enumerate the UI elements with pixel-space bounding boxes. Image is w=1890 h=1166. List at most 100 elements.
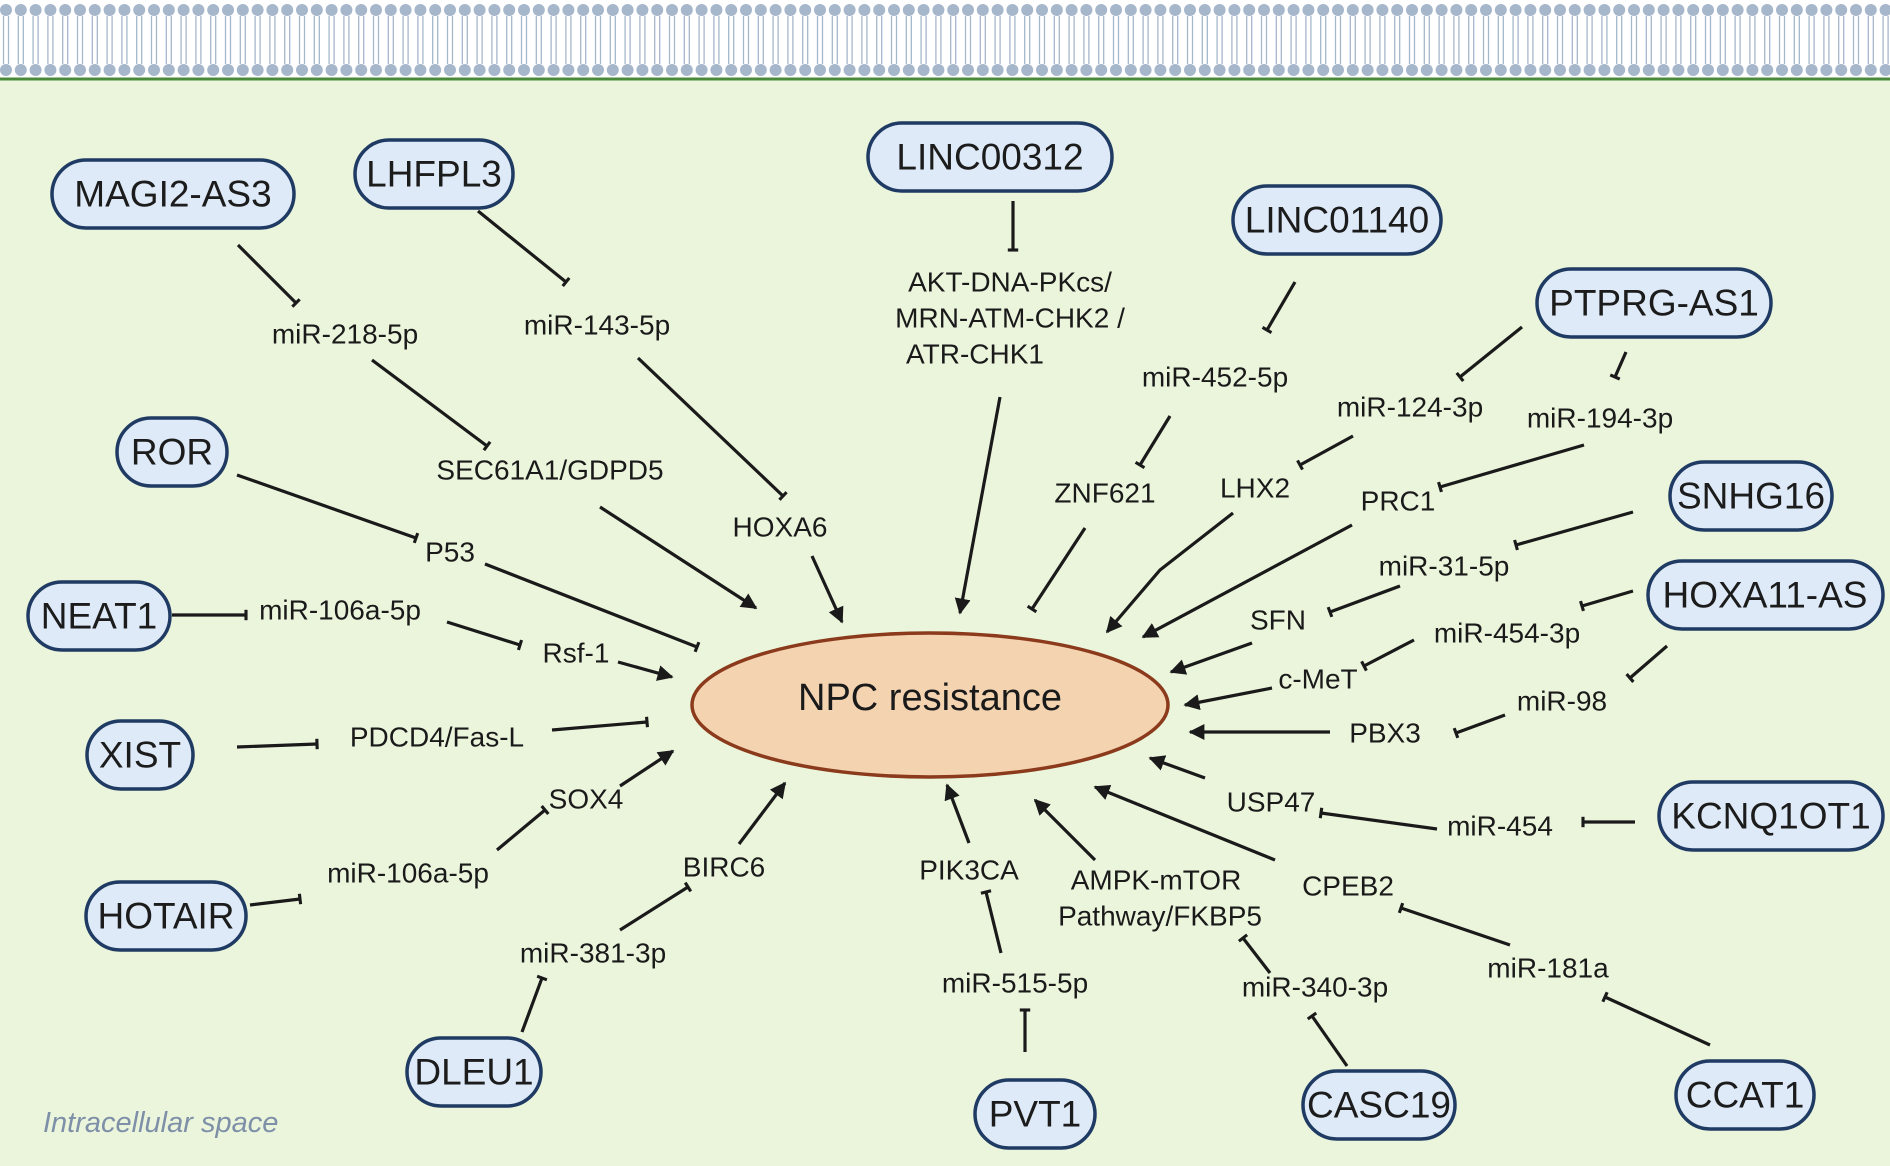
edge-rsf1-npc: [617, 660, 674, 681]
svg-text:CCAT1: CCAT1: [1686, 1075, 1805, 1116]
phospholipid-head: [44, 64, 57, 76]
edge-casc19-mir340: [1306, 1011, 1349, 1067]
phospholipid-head: [1494, 4, 1507, 16]
phospholipid-head: [532, 64, 545, 76]
phospholipid-head: [547, 4, 560, 16]
phospholipid-head: [636, 64, 649, 76]
edge-lhx2-npc: [1105, 511, 1234, 634]
phospholipid-head: [1850, 64, 1862, 76]
lncrna-linc01140: LINC01140: [1231, 184, 1443, 256]
phospholipid-head: [1361, 4, 1374, 16]
npc-resistance-label: NPC resistance: [798, 677, 1062, 719]
phospholipid-head: [1021, 64, 1034, 76]
phospholipid-head: [799, 4, 812, 16]
phospholipid-head: [1124, 64, 1137, 76]
edge-mir452-znf621: [1134, 415, 1172, 470]
phospholipid-head: [399, 4, 412, 16]
phospholipid-head: [754, 4, 767, 16]
phospholipid-head: [281, 4, 294, 16]
phospholipid-head: [473, 4, 486, 16]
phospholipid-head: [192, 64, 205, 76]
lncrna-ptprgas1: PTPRG-AS1: [1535, 267, 1773, 339]
phospholipid-head: [592, 4, 604, 16]
phospholipid-head: [710, 64, 723, 76]
phospholipid-head: [1228, 4, 1241, 16]
intracellular-space-label: Intracellular space: [43, 1107, 278, 1139]
phospholipid-head: [917, 4, 930, 16]
phospholipid-head: [236, 4, 249, 16]
phospholipid-head: [1835, 4, 1848, 16]
phospholipid-head: [1731, 64, 1744, 76]
phospholipid-head: [1465, 4, 1478, 16]
phospholipid-head: [1524, 4, 1537, 16]
phospholipid-head: [458, 4, 471, 16]
phospholipid-head: [1820, 64, 1833, 76]
phospholipid-head: [828, 64, 841, 76]
lncrna-nodes: MAGI2-AS3 LHFPL3 LINC00312 LINC01140 PTP…: [26, 121, 1885, 1150]
phospholipid-head: [414, 64, 427, 76]
phospholipid-head: [1790, 64, 1803, 76]
phospholipid-head: [858, 64, 871, 76]
phospholipid-head: [651, 4, 664, 16]
phospholipid-head: [1243, 4, 1256, 16]
edge-mir454-3p-cmet: [1360, 638, 1415, 672]
phospholipid-head: [266, 4, 279, 16]
label-mir452: miR-452-5p: [1142, 362, 1288, 393]
phospholipid-head: [651, 64, 664, 76]
lncrna-ror: ROR: [115, 416, 229, 488]
phospholipid-head: [1480, 4, 1492, 16]
phospholipid-head: [503, 4, 516, 16]
label-mir515: miR-515-5p: [942, 968, 1088, 999]
phospholipid-head: [1213, 64, 1226, 76]
phospholipid-head: [1879, 4, 1890, 16]
phospholipid-head: [1864, 4, 1877, 16]
edge-mir143-hoxa6: [636, 356, 788, 501]
phospholipid-head: [1746, 4, 1759, 16]
phospholipid-head: [666, 4, 678, 16]
phospholipid-head: [473, 64, 486, 76]
label-cpeb2: CPEB2: [1302, 871, 1394, 902]
phospholipid-head: [518, 64, 530, 76]
phospholipid-head: [814, 4, 826, 16]
phospholipid-head: [1258, 4, 1270, 16]
phospholipid-head: [991, 4, 1004, 16]
phospholipid-head: [1198, 64, 1211, 76]
phospholipid-head: [310, 4, 323, 16]
phospholipid-head: [1450, 64, 1463, 76]
edge-pik3ca-npc: [944, 783, 971, 844]
label-mir218: miR-218-5p: [272, 319, 418, 350]
phospholipid-head: [1776, 4, 1788, 16]
phospholipid-head: [1050, 4, 1063, 16]
phospholipid-head: [310, 64, 323, 76]
phospholipid-head: [325, 64, 338, 76]
phospholipid-head: [1420, 64, 1433, 76]
phospholipid-head: [207, 4, 220, 16]
label-pik3ca: PIK3CA: [919, 855, 1019, 886]
label-akt-line2: MRN-ATM-CHK2 /: [895, 303, 1125, 334]
phospholipid-head: [784, 4, 797, 16]
phospholipid-head: [444, 4, 456, 16]
phospholipid-head: [340, 4, 353, 16]
phospholipid-head: [1805, 4, 1818, 16]
edge-ror-p53: [236, 473, 420, 544]
phospholipid-head: [784, 64, 797, 76]
phospholipid-head: [1702, 64, 1714, 76]
phospholipid-head: [1465, 64, 1478, 76]
label-mir454-3p: miR-454-3p: [1434, 618, 1580, 649]
phospholipid-head: [1554, 4, 1566, 16]
label-mir98: miR-98: [1517, 686, 1607, 717]
phospholipid-head: [296, 64, 308, 76]
label-mir381: miR-381-3p: [520, 938, 666, 969]
phospholipid-head: [1346, 64, 1359, 76]
label-birc6: BIRC6: [683, 852, 765, 883]
phospholipid-head: [1879, 64, 1890, 76]
phospholipid-head: [148, 4, 160, 16]
label-p53: P53: [425, 537, 475, 568]
phospholipid-head: [1065, 64, 1078, 76]
phospholipid-head: [1642, 4, 1655, 16]
phospholipid-head: [1332, 64, 1344, 76]
lncrna-hotair: HOTAIR: [84, 880, 248, 952]
label-mir124: miR-124-3p: [1337, 392, 1483, 423]
phospholipid-head: [281, 64, 294, 76]
